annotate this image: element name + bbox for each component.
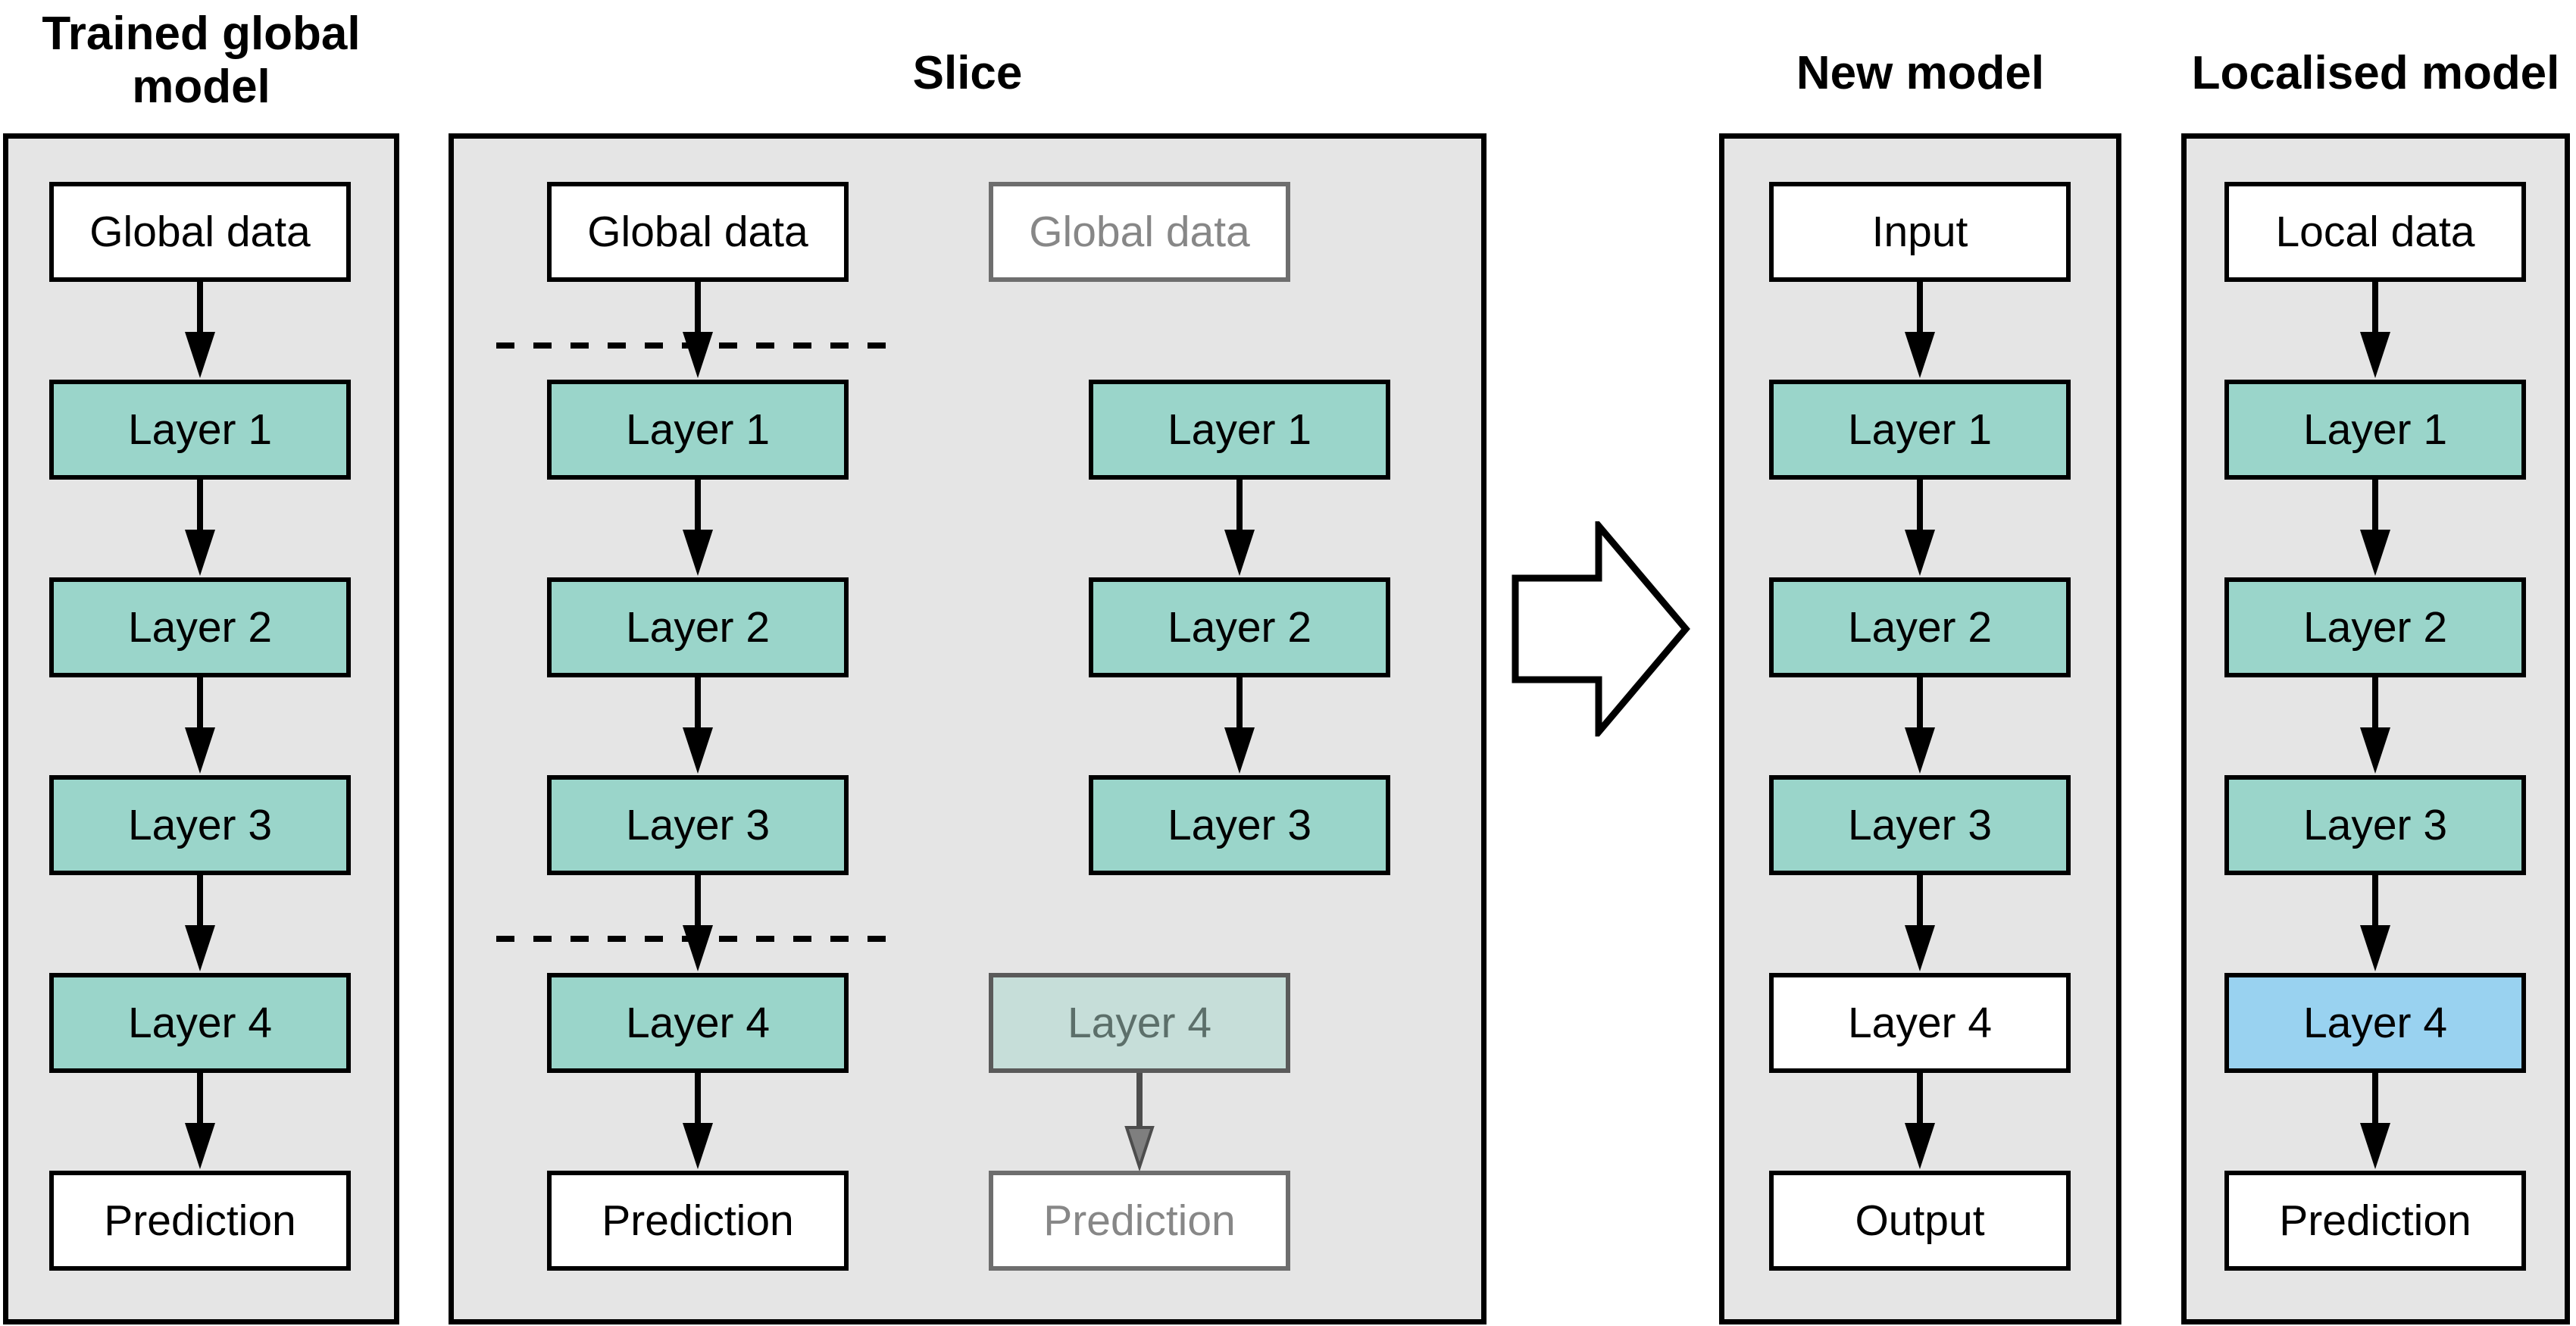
arrow-down-icon: [683, 1073, 713, 1169]
arrow-down-icon: [185, 282, 215, 378]
box-global-data: Global data: [547, 182, 849, 282]
box-layer-3: Layer 3: [1769, 775, 2071, 875]
box-local-data: Local data: [2224, 182, 2526, 282]
box-layer-2: Layer 2: [2224, 577, 2526, 677]
box-input: Input: [1769, 182, 2071, 282]
arrow-down-icon: [683, 677, 713, 774]
box-layer-3: Layer 3: [1089, 775, 1390, 875]
box-prediction: Prediction: [547, 1171, 849, 1271]
arrow-down-icon: [1905, 677, 1935, 774]
transform-right-arrow-icon: [1512, 521, 1690, 736]
panel-slice: [449, 133, 1487, 1324]
panel-title-trained-global-model: Trained global model: [42, 8, 361, 113]
arrow-down-icon: [1905, 282, 1935, 378]
faded-arrow-down-icon: [1124, 1073, 1155, 1171]
arrow-down-icon: [683, 875, 713, 971]
panel-title-localised-model: Localised model: [2191, 47, 2560, 99]
slice-cut-dashed-line: [496, 342, 892, 349]
slice-cut-dashed-line: [496, 936, 892, 942]
box-global-data: Global data: [49, 182, 351, 282]
box-layer-3: Layer 3: [547, 775, 849, 875]
box-layer-1: Layer 1: [49, 380, 351, 480]
arrow-down-icon: [2360, 480, 2390, 576]
arrow-down-icon: [2360, 1073, 2390, 1169]
box-layer-1: Layer 1: [2224, 380, 2526, 480]
box-layer-2: Layer 2: [1769, 577, 2071, 677]
arrow-down-icon: [2360, 677, 2390, 774]
box-prediction: Prediction: [49, 1171, 351, 1271]
box-prediction: Prediction: [2224, 1171, 2526, 1271]
box-layer-2: Layer 2: [1089, 577, 1390, 677]
arrow-down-icon: [2360, 875, 2390, 971]
box-output: Output: [1769, 1171, 2071, 1271]
arrow-down-icon: [1905, 875, 1935, 971]
box-layer-4: Layer 4: [2224, 973, 2526, 1073]
box-layer-4: Layer 4: [547, 973, 849, 1073]
arrow-down-icon: [1224, 677, 1255, 774]
arrow-down-icon: [185, 480, 215, 576]
box-layer-4-faded: Layer 4: [989, 973, 1290, 1073]
arrow-down-icon: [2360, 282, 2390, 378]
panel-title-slice: Slice: [912, 47, 1023, 99]
box-layer-4: Layer 4: [1769, 973, 2071, 1073]
box-layer-4: Layer 4: [49, 973, 351, 1073]
arrow-down-icon: [1905, 1073, 1935, 1169]
box-layer-1: Layer 1: [1089, 380, 1390, 480]
arrow-down-icon: [185, 677, 215, 774]
box-layer-2: Layer 2: [49, 577, 351, 677]
box-layer-3: Layer 3: [2224, 775, 2526, 875]
arrow-down-icon: [1224, 480, 1255, 576]
box-layer-1: Layer 1: [1769, 380, 2071, 480]
arrow-down-icon: [683, 480, 713, 576]
box-prediction-faded: Prediction: [989, 1171, 1290, 1271]
panel-title-new-model: New model: [1796, 47, 2045, 99]
arrow-down-icon: [683, 282, 713, 378]
arrow-down-icon: [185, 875, 215, 971]
arrow-down-icon: [185, 1073, 215, 1169]
box-layer-1: Layer 1: [547, 380, 849, 480]
box-global-data-faded: Global data: [989, 182, 1290, 282]
box-layer-2: Layer 2: [547, 577, 849, 677]
box-layer-3: Layer 3: [49, 775, 351, 875]
arrow-down-icon: [1905, 480, 1935, 576]
